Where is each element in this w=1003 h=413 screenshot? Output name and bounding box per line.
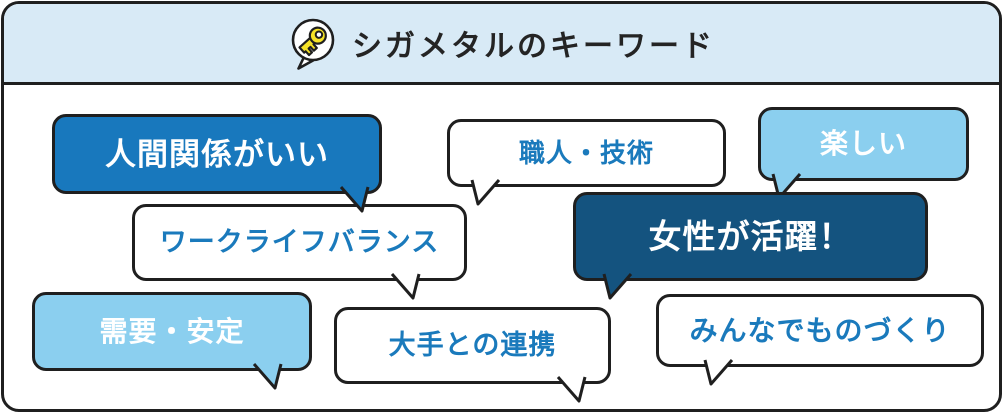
bubble-tail [703, 359, 734, 386]
bubble-tail [339, 186, 370, 213]
bubble-label: 大手との連携 [388, 330, 557, 360]
bubble-tail [556, 376, 587, 403]
bubble-tail [470, 179, 501, 206]
keyword-bubble-work-life-balance: ワークライフバランス [132, 204, 467, 300]
keyword-bubble-major-partnerships: 大手との連携 [334, 307, 611, 403]
panel-header: シガメタルのキーワード [4, 4, 999, 85]
bubble-label: みんなでものづくり [689, 314, 951, 346]
bubble-tail [390, 273, 421, 300]
keyword-bubble-making-things-together: みんなでものづくり [656, 294, 984, 386]
panel-title: シガメタルのキーワード [352, 30, 715, 63]
bubble-tail [252, 363, 283, 390]
keyword-bubble-craftsmanship: 職人・技術 [447, 119, 726, 206]
bubble-tail [602, 273, 633, 300]
keyword-bubble-good-relationships: 人間関係がいい [52, 114, 382, 213]
bubble-label: 需要・安定 [99, 315, 245, 347]
keyword-bubble-women-active: 女性が活躍！ [573, 192, 928, 300]
bubble-label: ワークライフバランス [159, 227, 440, 257]
bubble-label: 女性が活躍！ [648, 218, 853, 255]
bubble-label: 楽しい [819, 128, 907, 159]
bubble-label: 職人・技術 [518, 138, 654, 168]
keyword-bubble-fun: 楽しい [758, 107, 969, 200]
key-icon [291, 18, 335, 70]
bubble-label: 人間関係がいい [105, 136, 329, 172]
keyword-bubble-demand-stability: 需要・安定 [32, 292, 312, 390]
